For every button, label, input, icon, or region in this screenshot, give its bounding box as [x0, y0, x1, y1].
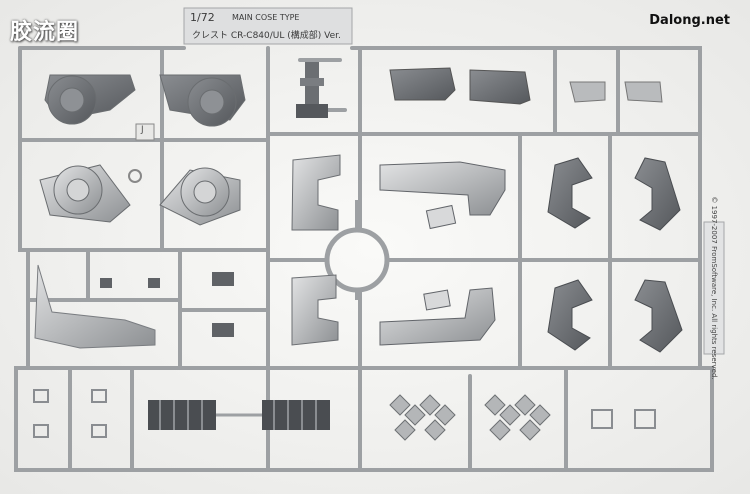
watermark-right: Dalong.net — [649, 13, 730, 28]
joint-parts-middle — [39, 164, 241, 226]
joint-parts-top — [44, 74, 246, 127]
c-armor-parts — [547, 157, 683, 353]
side-tag-text: © 1997-2007 FromSoftware, Inc. All right… — [710, 196, 718, 380]
side-tag-plate — [703, 221, 725, 355]
small-top-parts — [296, 62, 663, 118]
small-boxes — [33, 389, 656, 438]
stud-clusters — [389, 394, 551, 441]
weapon-parts — [379, 161, 506, 346]
bracket-parts — [291, 154, 341, 346]
watermark-left: 胶流圈 — [10, 20, 80, 45]
fin-part — [34, 264, 156, 349]
runner-tag-line2: クレスト CR-C840/UL (構成部) Ver. — [192, 31, 341, 41]
runner-tag-plate — [183, 7, 353, 45]
vent-blocks — [148, 400, 330, 430]
runner-tag-scale: 1/72 — [190, 11, 215, 24]
runner-letter: J — [141, 125, 144, 135]
cylinder-parts — [100, 272, 234, 337]
runner-tag-line1: MAIN COSE TYPE — [232, 13, 300, 22]
